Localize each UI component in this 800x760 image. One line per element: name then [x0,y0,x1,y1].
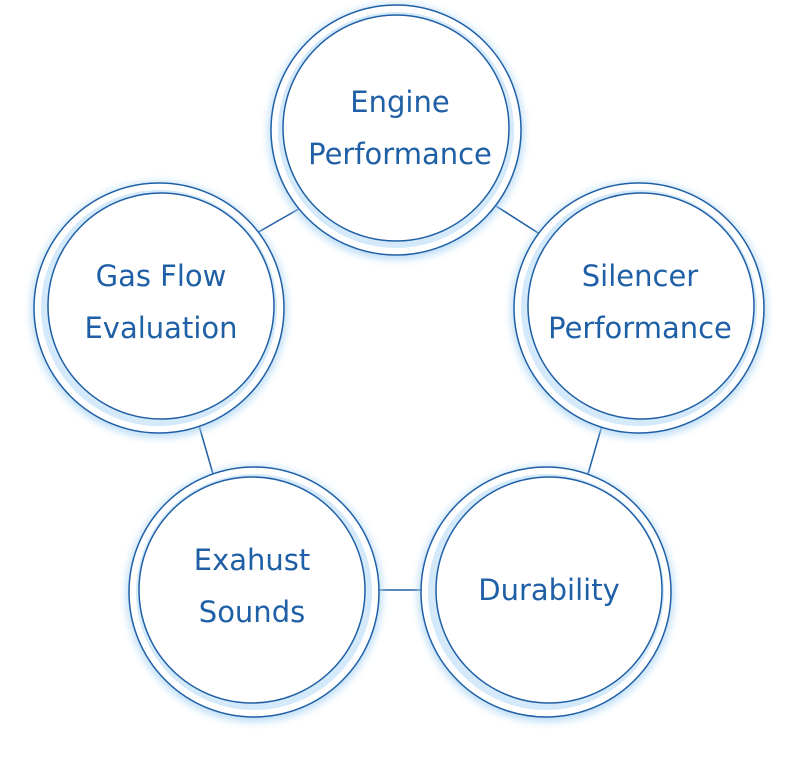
node-label-line: Evaluation [84,311,237,345]
node-inner-ring [435,476,663,704]
node-silencer: Silencer Performance [511,182,767,438]
node-engine: Engine Performance [268,4,524,260]
node-label-line: Engine [350,85,449,119]
node-label-line: Sounds [199,595,305,629]
node-inner-ring [282,14,510,242]
node-label-line: Gas Flow [96,259,227,293]
node-label-line: Exahust [194,543,311,577]
node-label-line: Performance [308,137,492,171]
node-label-line: Durability [478,573,620,607]
node-label-line: Performance [548,311,732,345]
node-exhaust: Exahust Sounds [126,466,382,722]
node-durability: Durability [418,466,674,722]
node-gasflow: Gas Flow Evaluation [31,182,287,438]
node-label-line: Silencer [582,259,699,293]
node-inner-ring [527,192,755,420]
node-inner-ring [47,192,275,420]
node-inner-ring [138,476,366,704]
